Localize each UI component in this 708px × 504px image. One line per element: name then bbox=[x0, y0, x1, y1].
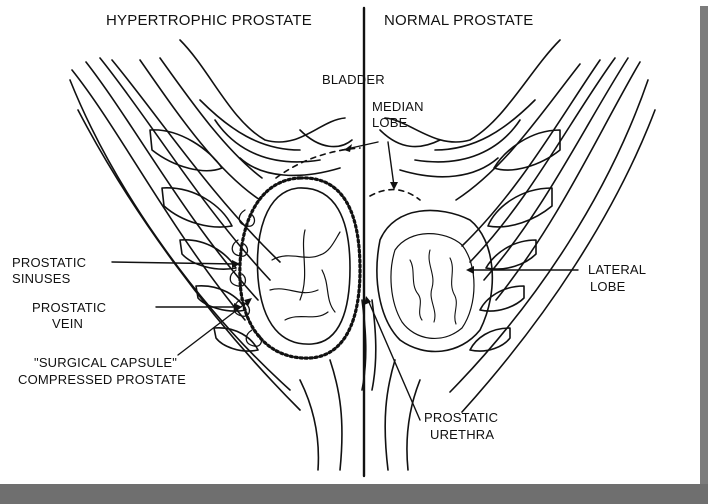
label-prostatic-urethra-line1: PROSTATIC bbox=[424, 410, 498, 425]
label-prostatic-vein-line1: PROSTATIC bbox=[32, 300, 106, 315]
leader-median-lobe-normal bbox=[388, 142, 394, 186]
diagram-frame: HYPERTROPHIC PROSTATE NORMAL PROSTATE BL… bbox=[0, 0, 700, 484]
normal-lobe-glands bbox=[410, 250, 456, 324]
label-prostatic-vein-line2: VEIN bbox=[52, 316, 83, 331]
label-surgical-capsule-line2: COMPRESSED PROSTATE bbox=[18, 372, 186, 387]
frame-shadow-right bbox=[700, 6, 708, 504]
normal-lateral-lobe bbox=[377, 210, 492, 351]
label-lateral-lobe-line1: LATERAL bbox=[588, 262, 646, 277]
label-bladder: BLADDER bbox=[322, 72, 385, 87]
header-hypertrophic: HYPERTROPHIC PROSTATE bbox=[106, 12, 312, 29]
frame-shadow-bottom bbox=[0, 484, 708, 504]
label-median-lobe-line1: MEDIAN bbox=[372, 99, 424, 114]
median-lobe-normal bbox=[370, 190, 420, 200]
urethra bbox=[300, 300, 420, 470]
label-prostatic-urethra-line2: URETHRA bbox=[430, 427, 494, 442]
header-normal: NORMAL PROSTATE bbox=[384, 12, 533, 29]
label-median-lobe-line2: LOBE bbox=[372, 115, 407, 130]
leader-prostatic-sinuses bbox=[112, 262, 236, 264]
label-lateral-lobe-line2: LOBE bbox=[590, 279, 625, 294]
label-prostatic-sinuses-line1: PROSTATIC bbox=[12, 255, 86, 270]
label-prostatic-sinuses-line2: SINUSES bbox=[12, 271, 70, 286]
hypertrophic-adenoma bbox=[257, 188, 350, 344]
label-surgical-capsule-line1: "SURGICAL CAPSULE" bbox=[34, 355, 177, 370]
arrowheads bbox=[232, 144, 474, 311]
adenoma-vessels bbox=[270, 230, 340, 320]
right-pelvic-wall bbox=[450, 58, 655, 412]
